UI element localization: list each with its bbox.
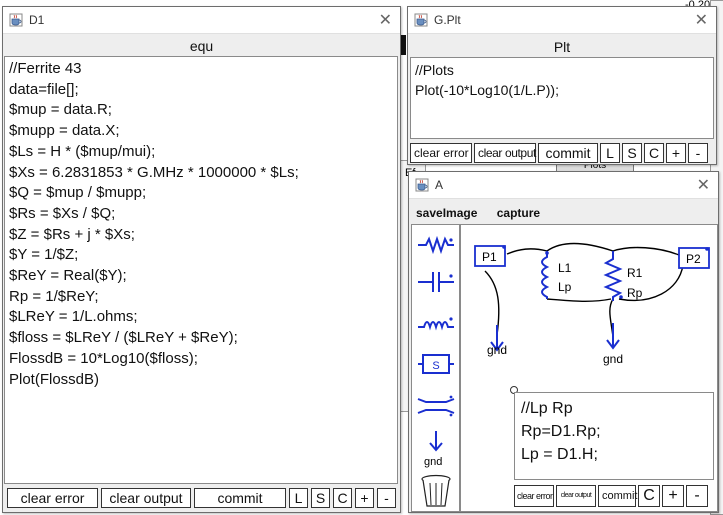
- trash-icon[interactable]: [420, 474, 452, 508]
- c-button[interactable]: C: [638, 485, 660, 507]
- port-p2-label: P2: [686, 252, 701, 266]
- window-a: A ✕ saveImage capture S gnd: [408, 171, 719, 513]
- resistor-name-label: R1: [627, 266, 643, 280]
- d1-titlebar[interactable]: D1 ✕: [3, 7, 400, 34]
- inductor-l1[interactable]: [541, 251, 550, 299]
- background-dark-fragment: [398, 35, 406, 55]
- d1-header: equ: [189, 38, 214, 54]
- gplt-titlebar[interactable]: G.Plt ✕: [408, 7, 716, 34]
- d1-title: D1: [29, 13, 45, 27]
- port-p2[interactable]: [678, 247, 710, 269]
- menu-save-image[interactable]: saveImage: [416, 206, 478, 220]
- a-titlebar[interactable]: A ✕: [409, 172, 718, 199]
- code-line: $mupp = data.X;: [9, 122, 120, 140]
- commit-button[interactable]: commit: [194, 488, 286, 508]
- code-line: data=file[];: [9, 80, 79, 98]
- l-button[interactable]: L: [600, 143, 620, 163]
- inductor-name-label: L1: [558, 261, 572, 275]
- close-icon[interactable]: ✕: [694, 12, 708, 29]
- ground-tool-label: gnd: [424, 456, 443, 468]
- java-cup-icon: [414, 13, 428, 27]
- code-line: Rp=D1.Rp;: [521, 423, 601, 440]
- code-line: //Lp Rp: [521, 400, 573, 417]
- java-cup-icon: [415, 178, 429, 192]
- code-line: Rp = 1/$ReY;: [9, 287, 99, 305]
- code-line: //Plots: [415, 62, 454, 78]
- clear-output-button[interactable]: clear output: [556, 485, 596, 507]
- commit-button[interactable]: commit: [538, 143, 598, 163]
- close-icon[interactable]: ✕: [378, 12, 392, 29]
- switch-label: S: [432, 360, 439, 372]
- resistor-value-label: Rp: [627, 286, 643, 300]
- commit-button[interactable]: commit: [598, 485, 637, 507]
- gplt-header: Plt: [553, 39, 571, 55]
- code-line: $Ls = H * ($mup/mui);: [9, 142, 156, 160]
- code-line: $mup = data.R;: [9, 101, 112, 119]
- code-line: $Z = $Rs + j * $Xs;: [9, 225, 135, 243]
- resistor-r1[interactable]: [603, 251, 623, 301]
- switch-tool-icon[interactable]: S: [416, 351, 456, 377]
- l-button[interactable]: L: [289, 488, 308, 508]
- component-palette: S gnd: [411, 224, 460, 512]
- code-line: $floss = $LReY / ($LReY + $ReY);: [9, 329, 238, 347]
- java-cup-icon: [9, 13, 23, 27]
- ground-left-icon[interactable]: [490, 325, 504, 352]
- menu-capture[interactable]: capture: [496, 206, 541, 220]
- clear-error-button[interactable]: clear error: [514, 485, 554, 507]
- s-button[interactable]: S: [622, 143, 642, 163]
- schematic-wires: [474, 242, 710, 394]
- code-line: $Xs = 6.2831853 * G.MHz * 1000000 * $Ls;: [9, 163, 299, 181]
- minus-button[interactable]: -: [688, 143, 708, 163]
- d1-button-row: clear error clear output commit L S C + …: [7, 488, 396, 508]
- background-axis-value: -0.20: [685, 0, 710, 11]
- ground-tool-icon[interactable]: [426, 429, 446, 453]
- ground-left-label: gnd: [487, 343, 508, 357]
- s-button[interactable]: S: [311, 488, 330, 508]
- a-title: A: [435, 178, 444, 192]
- inductor-tool-icon[interactable]: [416, 311, 456, 335]
- plus-button[interactable]: +: [666, 143, 686, 163]
- code-line: $ReY = Real($Y);: [9, 267, 127, 285]
- code-line: $Q = $mup / $mupp;: [9, 184, 147, 202]
- ground-right-label: gnd: [603, 352, 624, 366]
- code-line: Plot(FlossdB): [9, 370, 100, 388]
- close-icon[interactable]: ✕: [696, 177, 710, 194]
- inductor-value-label: Lp: [558, 280, 572, 294]
- code-line: Lp = D1.H;: [521, 446, 598, 463]
- code-line: $LReY = 1/L.ohms;: [9, 308, 138, 326]
- port-p1-label: P1: [482, 250, 497, 264]
- code-line: Plot(-10*Log10(1/L.P));: [415, 82, 559, 98]
- code-line: //Ferrite 43: [9, 60, 82, 77]
- plus-button[interactable]: +: [355, 488, 374, 508]
- a-code-editor[interactable]: //Lp Rp Rp=D1.Rp; Lp = D1.H;: [514, 392, 714, 480]
- port-p1[interactable]: [474, 245, 506, 267]
- code-line: $Rs = $Xs / $Q;: [9, 204, 116, 222]
- a-button-row: clear error clear output commit C + -: [514, 485, 708, 507]
- c-button[interactable]: C: [644, 143, 664, 163]
- plus-button[interactable]: +: [662, 485, 684, 507]
- gplt-title: G.Plt: [434, 13, 461, 27]
- c-button[interactable]: C: [333, 488, 352, 508]
- d1-code-editor[interactable]: //Ferrite 43 data=file[]; $mup = data.R; $m…: [4, 56, 398, 484]
- gplt-button-row: clear error clear output commit L S C + …: [410, 143, 708, 163]
- window-d1: D1 ✕ equ //Ferrite 43 data=file[]; $mup = …: [2, 6, 401, 513]
- minus-button[interactable]: -: [377, 488, 396, 508]
- minus-button[interactable]: -: [686, 485, 708, 507]
- ground-right-icon[interactable]: [606, 323, 620, 350]
- code-line: $Y = 1/$Z;: [9, 246, 79, 264]
- schematic-canvas[interactable]: P1 P2 L1 Lp R1 Rp gnd gnd //Lp Rp Rp=D1.R…: [460, 224, 718, 512]
- a-menu-bar: saveImage capture: [416, 206, 556, 220]
- transformer-tool-icon[interactable]: [416, 393, 456, 419]
- clear-error-button[interactable]: clear error: [7, 488, 98, 508]
- clear-output-button[interactable]: clear output: [101, 488, 191, 508]
- capacitor-tool-icon[interactable]: [416, 269, 456, 293]
- clear-output-button[interactable]: clear output: [474, 143, 536, 163]
- code-line: FlossdB = 10*Log10($floss);: [9, 349, 198, 367]
- resistor-tool-icon[interactable]: [416, 231, 456, 255]
- clear-error-button[interactable]: clear error: [410, 143, 472, 163]
